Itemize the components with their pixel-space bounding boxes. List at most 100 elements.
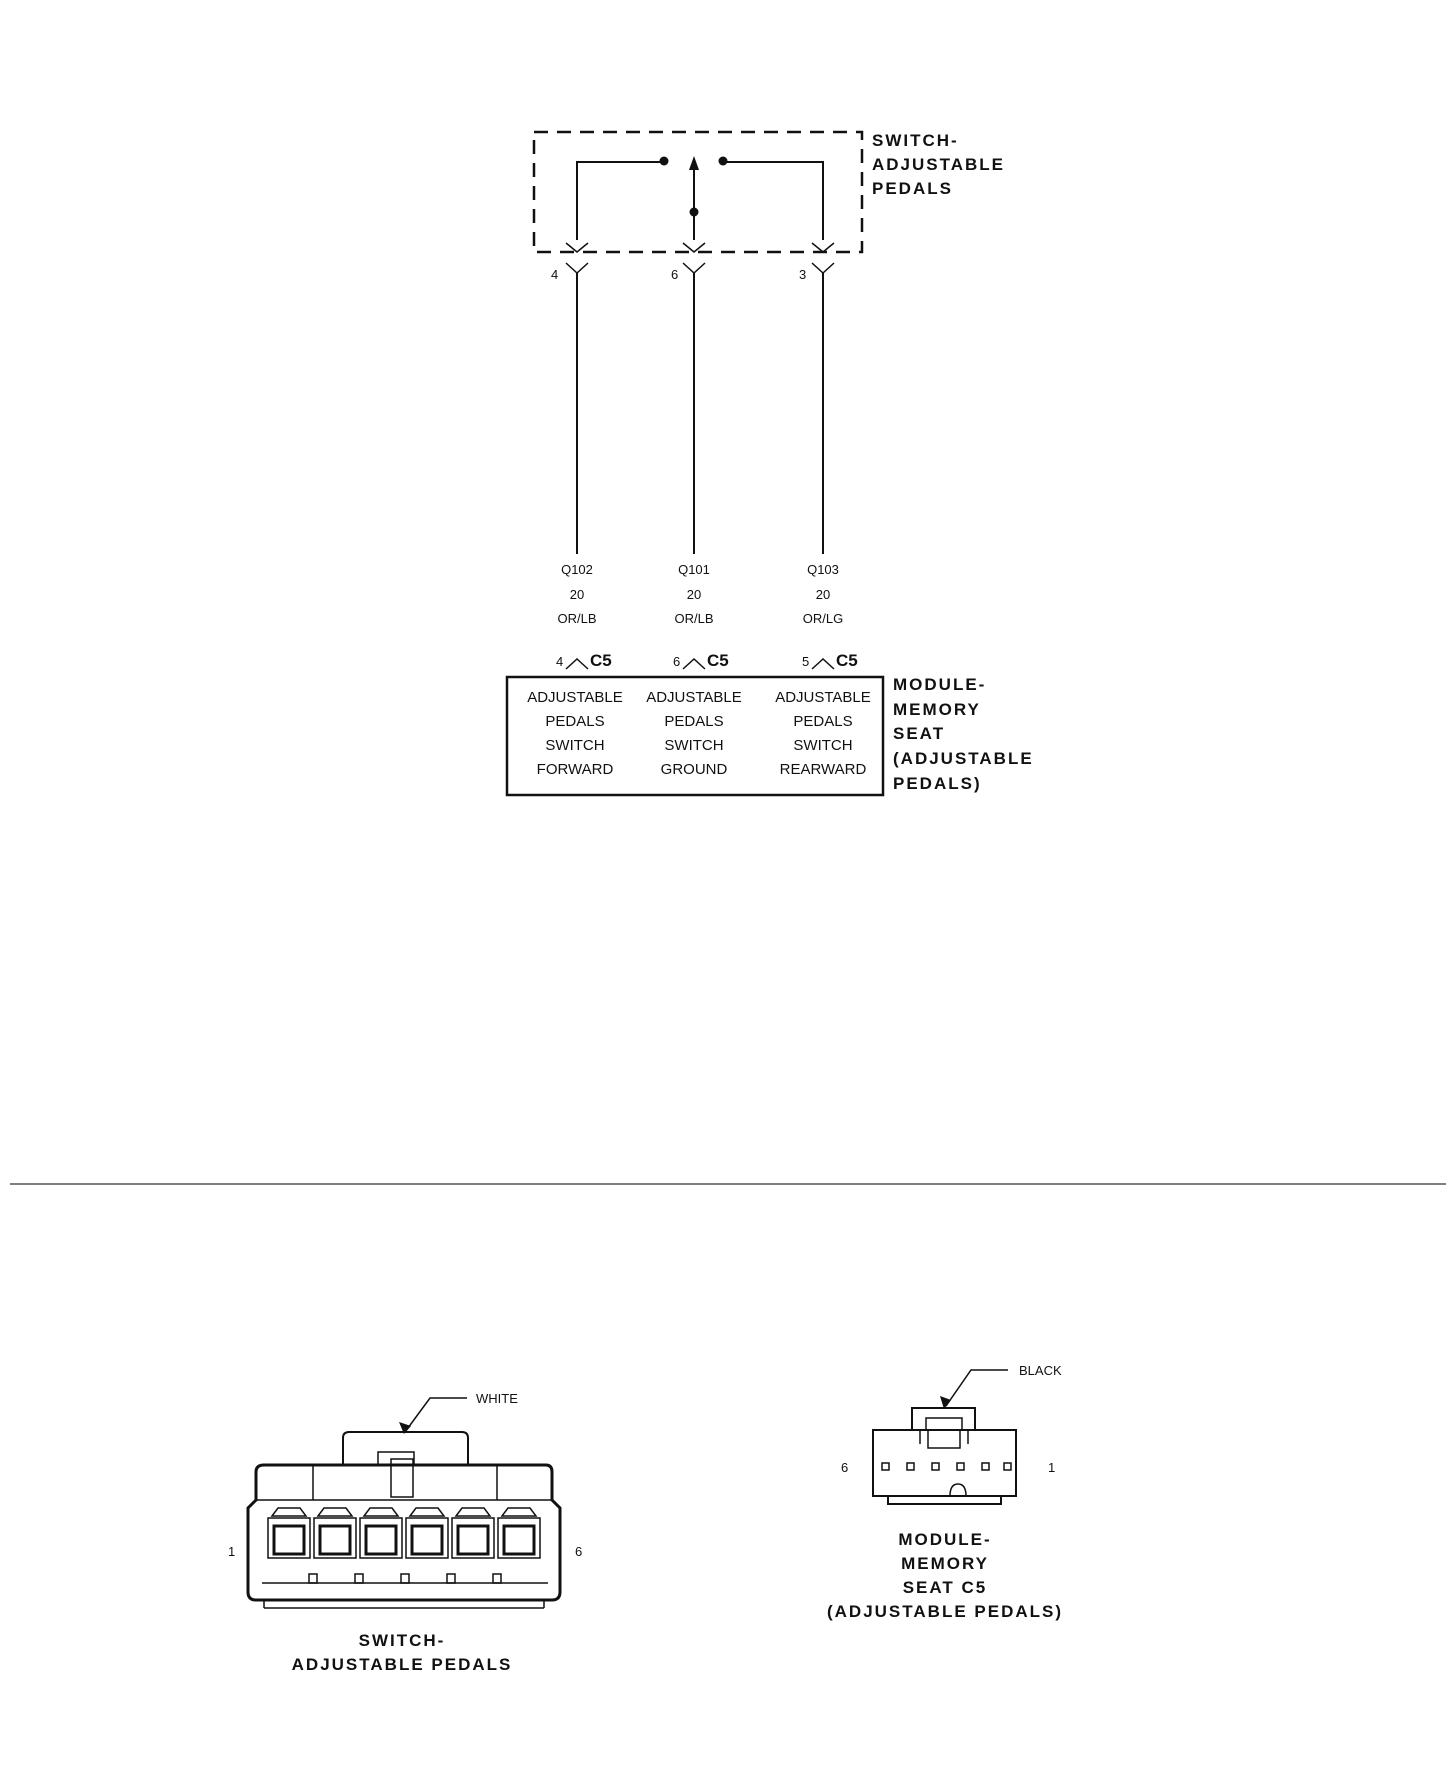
module-fn-2-line-2: PEDALS	[664, 713, 723, 730]
switch-pin-label-right: 3	[799, 267, 806, 282]
switch-contact-left-dot	[659, 156, 669, 166]
module-connector-caption-1: MODULE-	[898, 1530, 991, 1549]
switch-cavity-5	[451, 1507, 495, 1559]
switch-connector-key-3	[400, 1573, 410, 1584]
module-color-leader-arrow	[940, 1396, 951, 1409]
switch-connector-key-2	[354, 1573, 364, 1584]
switch-harness-chevron-center	[682, 262, 706, 275]
wire-q101-color: OR/LB	[674, 611, 713, 626]
wire-q101-gauge: 20	[687, 587, 701, 602]
switch-cavity-4	[405, 1507, 449, 1559]
wire-q103-gauge: 20	[816, 587, 830, 602]
switch-cavity-6	[497, 1507, 541, 1559]
switch-contact-left	[576, 161, 664, 240]
wire-q102-gauge: 20	[570, 587, 584, 602]
switch-terminal-right	[811, 242, 835, 253]
switch-connector-key-4	[446, 1573, 456, 1584]
switch-color-leader-arrow	[399, 1422, 411, 1434]
module-connector-latch-body	[927, 1430, 961, 1449]
module-outline	[505, 675, 885, 797]
switch-connector-key-5	[492, 1573, 502, 1584]
module-connector-right: C5	[836, 651, 858, 670]
module-connector-pin-left: 6	[841, 1460, 848, 1475]
module-connector-color: BLACK	[1019, 1363, 1062, 1378]
module-fn-1-line-2: PEDALS	[545, 713, 604, 730]
switch-pin-label-center: 6	[671, 267, 678, 282]
module-color-leader	[945, 1369, 1008, 1407]
module-fn-3-line-2: PEDALS	[793, 713, 852, 730]
module-title-line-4: (ADJUSTABLE	[893, 749, 1034, 768]
switch-color-leader	[404, 1397, 467, 1433]
module-title-line-1: MODULE-	[893, 675, 986, 694]
wire-q101: Q101 20 OR/LB	[674, 273, 714, 626]
module-title-line-2: MEMORY	[893, 700, 981, 719]
module-fn-2-line-4: GROUND	[661, 761, 728, 778]
module-fn-2-line-3: SWITCH	[664, 737, 723, 754]
wire-q102: Q102 20 OR/LB	[557, 273, 597, 626]
switch-harness-connector: 4 6 3	[551, 262, 835, 282]
wire-q102-color: OR/LB	[557, 611, 596, 626]
switch-connector-cavities	[267, 1507, 541, 1559]
switch-connector-pin-left: 1	[228, 1544, 235, 1559]
switch-pin-label-left: 4	[551, 267, 558, 282]
module-pin-center: 6	[673, 654, 680, 669]
switch-dashed-outline	[532, 130, 864, 254]
module-cavity-2	[981, 1462, 990, 1471]
module-connector-caption-4: (ADJUSTABLE PEDALS)	[827, 1602, 1063, 1621]
module-connector-caption-3: SEAT C5	[903, 1578, 988, 1597]
switch-harness-chevron-right	[811, 262, 835, 275]
switch-contact-right	[723, 161, 824, 240]
module-fn-3-line-3: SWITCH	[793, 737, 852, 754]
switch-connector-caption-1: SWITCH-	[359, 1631, 446, 1650]
wire-q103-color: OR/LG	[803, 611, 843, 626]
switch-connector-color: WHITE	[476, 1391, 518, 1406]
wire-q103-circuit: Q103	[807, 562, 839, 577]
module-fn-1-line-4: FORWARD	[537, 761, 614, 778]
module-fn-1-line-1: ADJUSTABLE	[527, 689, 623, 706]
module-connector-body	[872, 1429, 1017, 1497]
switch-connector-top-tab	[342, 1431, 469, 1465]
switch-title-line-2: ADJUSTABLE	[872, 155, 1005, 174]
module-cavity-1	[1003, 1462, 1012, 1471]
module-cavity-4	[931, 1462, 940, 1471]
module-memory-seat: ADJUSTABLE PEDALS SWITCH FORWARD ADJUSTA…	[505, 675, 1034, 797]
module-connector-center: C5	[707, 651, 729, 670]
wire-q102-circuit: Q102	[561, 562, 593, 577]
module-connector-left: C5	[590, 651, 612, 670]
switch-harness-chevron-left	[565, 262, 589, 275]
switch-connector-latch	[377, 1451, 415, 1465]
module-c5-chevron-right	[811, 657, 835, 670]
module-cavity-6	[881, 1462, 890, 1471]
wire-q103: Q103 20 OR/LG	[803, 273, 843, 626]
module-title-line-3: SEAT	[893, 724, 945, 743]
switch-connector-key-1	[308, 1573, 318, 1584]
switch-title-line-1: SWITCH-	[872, 131, 959, 150]
switch-connector-caption-2: ADJUSTABLE PEDALS	[292, 1655, 513, 1674]
switch-cavity-3	[359, 1507, 403, 1559]
module-c5-chevron-center	[682, 657, 706, 670]
module-fn-1-line-3: SWITCH	[545, 737, 604, 754]
module-c5-connector: 4 C5 6 C5 5 C5	[556, 651, 858, 670]
module-connector-pin-right: 1	[1048, 1460, 1055, 1475]
switch-terminal-left	[565, 242, 589, 253]
switch-cavity-2	[313, 1507, 357, 1559]
switch-connector-body	[246, 1463, 562, 1602]
switch-adjustable-pedals: SWITCH- ADJUSTABLE PEDALS	[532, 130, 1005, 254]
module-connector-key	[949, 1483, 967, 1497]
switch-cavity-1	[267, 1507, 311, 1559]
module-cavity-5	[906, 1462, 915, 1471]
module-cavity-3	[956, 1462, 965, 1471]
switch-connector-view: WHITE 1 6 SWITCH- ADJUSTABLE PEDALS	[228, 1391, 582, 1674]
switch-pivot-dot	[689, 207, 699, 217]
module-fn-3-line-1: ADJUSTABLE	[775, 689, 871, 706]
module-connector-top-tab	[911, 1407, 976, 1430]
module-connector-view: BLACK 6 1 MODULE- MEMORY SEAT C5 (ADJUST…	[827, 1363, 1063, 1621]
switch-terminal-center	[682, 242, 706, 253]
switch-title-line-3: PEDALS	[872, 179, 953, 198]
module-connector-caption-2: MEMORY	[901, 1554, 989, 1573]
module-pin-right: 5	[802, 654, 809, 669]
module-connector-base	[887, 1495, 1002, 1505]
module-fn-3-line-4: REARWARD	[780, 761, 867, 778]
module-connector-latch	[925, 1417, 963, 1431]
